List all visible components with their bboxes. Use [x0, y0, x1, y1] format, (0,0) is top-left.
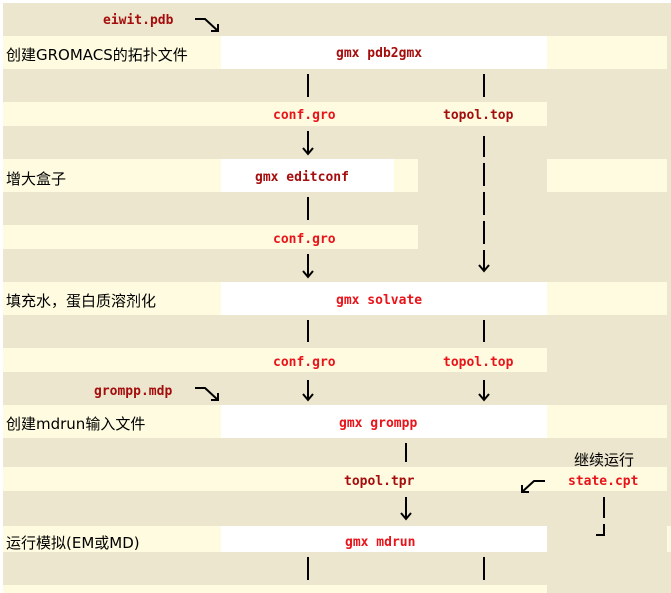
file-topol-top: topol.top	[443, 355, 514, 370]
arrow-down-icon	[400, 497, 412, 521]
step-label: 增大盒子	[6, 170, 67, 188]
step-label: 创建mdrun输入文件	[6, 415, 146, 433]
label-cell	[3, 405, 221, 438]
label-cell	[3, 282, 221, 315]
file-conf-gro: conf.gro	[273, 108, 336, 123]
file-state-cpt: state.cpt	[568, 474, 639, 489]
command-pdb2gmx: gmx pdb2gmx	[336, 46, 423, 61]
command-grompp: gmx grompp	[339, 416, 418, 431]
label-cell	[3, 36, 221, 69]
continue-label: 继续运行	[574, 451, 635, 469]
hook-line	[596, 497, 605, 536]
band	[3, 467, 667, 491]
arrow-pdb-icon	[195, 18, 219, 32]
band	[667, 526, 671, 552]
band	[547, 159, 667, 192]
band	[547, 36, 667, 69]
command-cell	[221, 159, 394, 192]
arrow-down-icon	[302, 131, 314, 156]
band	[3, 348, 547, 372]
file-conf-gro: conf.gro	[273, 355, 336, 370]
step-label: 运行模拟(EM或MD)	[6, 534, 140, 552]
arrow-down-icon	[302, 254, 314, 279]
step-label: 创建GROMACS的拓扑文件	[6, 46, 188, 64]
band	[547, 282, 667, 315]
arrow-mdp-icon	[195, 387, 219, 401]
label-cell	[3, 526, 221, 552]
arrow-cpt-icon	[521, 480, 545, 493]
command-cell	[221, 36, 547, 69]
band	[3, 585, 547, 593]
command-mdrun: gmx mdrun	[345, 535, 416, 550]
command-editconf: gmx editconf	[255, 170, 349, 185]
file-topol-tpr: topol.tpr	[344, 474, 415, 489]
arrow-down-icon	[478, 380, 490, 402]
command-cell	[221, 282, 547, 315]
command-solvate: gmx solvate	[336, 293, 423, 308]
command-cell	[221, 526, 547, 552]
file-conf-gro: conf.gro	[273, 232, 336, 247]
command-cell	[221, 405, 547, 438]
input-file-pdb: eiwit.pdb	[103, 13, 174, 28]
arrow-down-icon	[478, 250, 490, 273]
step-label: 填充水，蛋白质溶剂化	[6, 292, 157, 310]
label-cell	[3, 159, 221, 192]
arrow-down-icon	[302, 380, 314, 402]
band	[3, 102, 547, 126]
input-file-mdp: grompp.mdp	[94, 384, 173, 399]
band	[547, 405, 667, 438]
band	[3, 225, 418, 249]
file-topol-top: topol.top	[443, 108, 514, 123]
band	[394, 159, 418, 192]
